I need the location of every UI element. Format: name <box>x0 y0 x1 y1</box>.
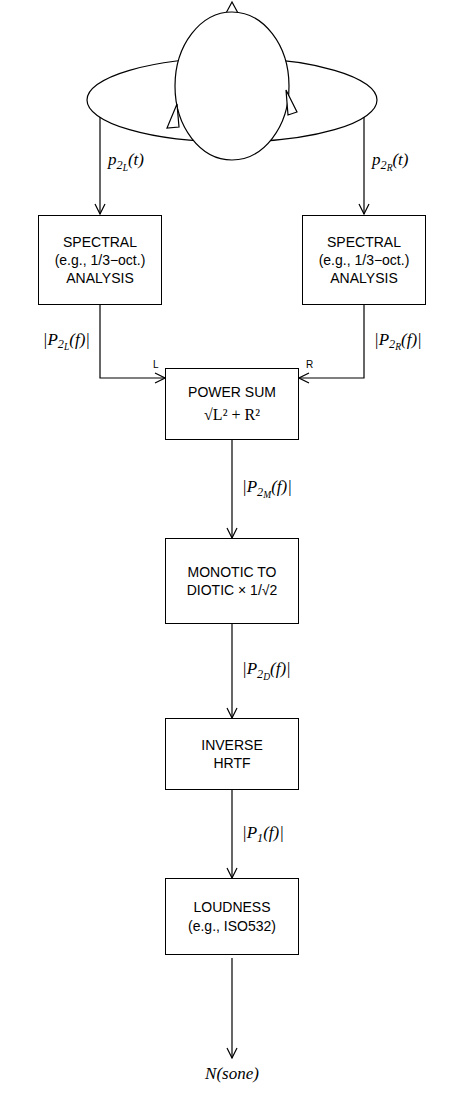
signal-label: p2L(t) <box>106 150 146 174</box>
signal-arrow <box>100 305 165 378</box>
head-outline <box>175 12 289 160</box>
formula-text: √L² + R² <box>204 405 260 426</box>
process-box: POWER SUM √L² + R² <box>165 368 299 440</box>
edge-label: |P2M(f)| <box>240 477 294 501</box>
left-ear-signal-line <box>99 117 100 214</box>
signal-label: N(sone) <box>203 1064 261 1084</box>
process-box: SPECTRAL (e.g., 1/3−oct.) ANALYSIS <box>302 215 426 305</box>
process-box: LOUDNESS (e.g., ISO532) <box>165 878 299 955</box>
process-box: MONOTIC TO DIOTIC × 1/√2 <box>165 538 299 624</box>
process-box: SPECTRAL (e.g., 1/3−oct.) ANALYSIS <box>38 215 162 305</box>
signal-arrow <box>231 624 232 718</box>
left-ear-symbol <box>167 104 179 128</box>
right-ear-symbol <box>286 90 297 115</box>
signal-label: R <box>304 359 315 370</box>
signal-label: L <box>151 359 161 370</box>
box-label: INVERSE HRTF <box>192 736 272 772</box>
edge-label: |P2L(f)| <box>41 330 92 354</box>
edge-label: |P2D(f)| <box>240 659 293 683</box>
right-ear-signal-line <box>363 117 364 214</box>
edge-label: |P1(f)| <box>240 823 286 845</box>
box-label: MONOTIC TO DIOTIC × 1/√2 <box>182 563 282 599</box>
box-label: SPECTRAL (e.g., 1/3−oct.) ANALYSIS <box>313 233 415 288</box>
process-box: INVERSE HRTF <box>165 718 299 790</box>
output-line <box>231 958 232 1058</box>
signal-arrow <box>231 790 232 878</box>
edge-label: |P2R(f)| <box>372 330 424 354</box>
box-label: LOUDNESS (e.g., ISO532) <box>182 898 282 934</box>
signal-label: p2R(t) <box>370 150 411 174</box>
signal-arrow <box>299 305 364 378</box>
signal-arrow <box>231 440 232 538</box>
box-label: SPECTRAL (e.g., 1/3−oct.) ANALYSIS <box>49 233 151 288</box>
box-label: POWER SUM <box>188 383 276 401</box>
